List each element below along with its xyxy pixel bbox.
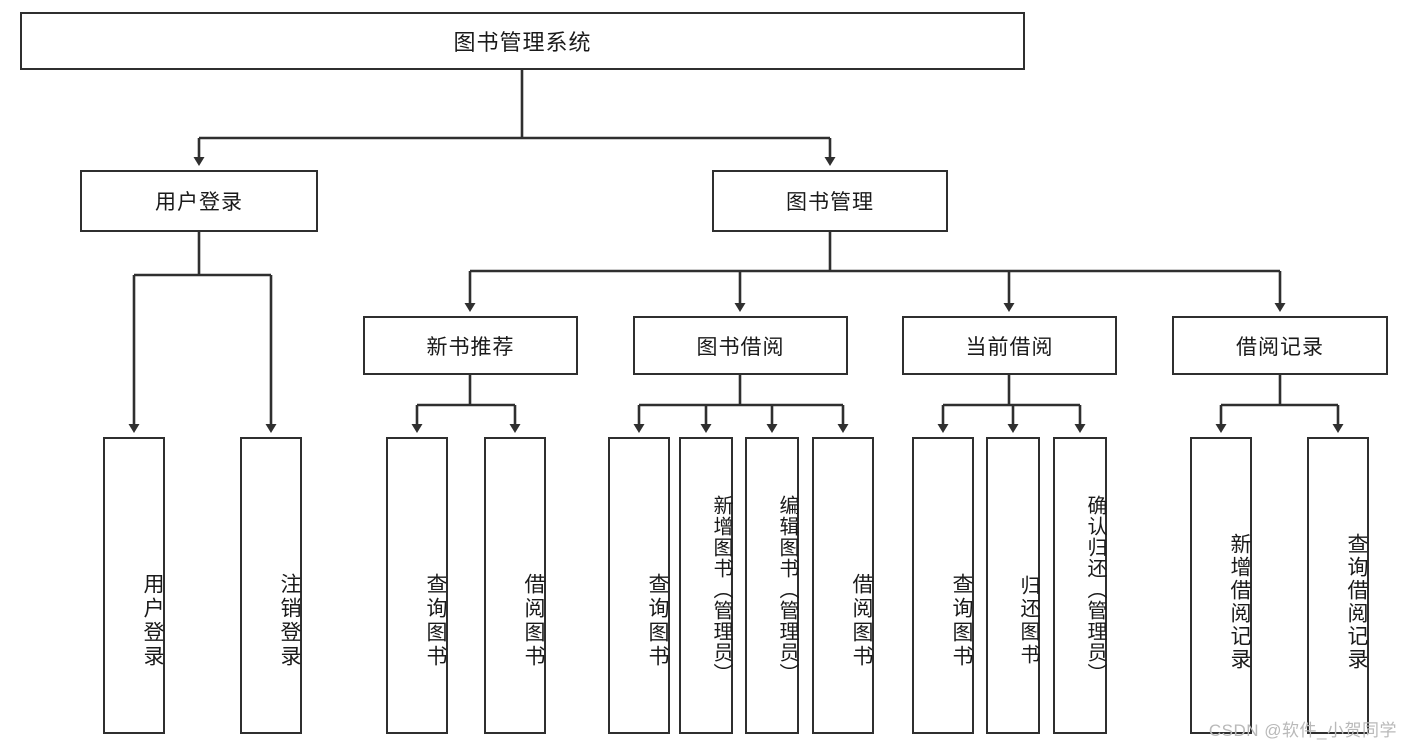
- node-leaf-add-record[interactable]: 新增借阅记录: [1190, 437, 1252, 734]
- node-leaf-logout[interactable]: 注销登录: [240, 437, 302, 734]
- node-leaf-query-book-1-label: 查询图书: [424, 572, 447, 669]
- node-user-login[interactable]: 用户登录: [80, 170, 318, 232]
- node-leaf-query-book-3-label: 查询图书: [950, 572, 973, 669]
- node-leaf-query-book-2-label: 查询图书: [646, 572, 669, 669]
- node-root[interactable]: 图书管理系统: [20, 12, 1025, 70]
- csdn-watermark: CSDN @软件_小贺同学: [1208, 721, 1397, 740]
- node-leaf-borrow-book-1[interactable]: 借阅图书: [484, 437, 546, 734]
- node-leaf-add-book-label: 新增图书（管理员）: [710, 495, 732, 684]
- node-leaf-return-book[interactable]: 归还图书: [986, 437, 1040, 734]
- node-leaf-query-book-2[interactable]: 查询图书: [608, 437, 670, 734]
- node-leaf-query-book-1[interactable]: 查询图书: [386, 437, 448, 734]
- node-leaf-query-record-label: 查询借阅记录: [1345, 532, 1368, 671]
- node-leaf-add-book[interactable]: 新增图书（管理员）: [679, 437, 733, 734]
- node-leaf-user-login[interactable]: 用户登录: [103, 437, 165, 734]
- node-leaf-user-login-label: 用户登录: [141, 572, 164, 669]
- node-leaf-return-book-label: 归还图书: [1017, 574, 1039, 667]
- node-leaf-edit-book-label: 编辑图书（管理员）: [776, 495, 798, 684]
- node-leaf-edit-book[interactable]: 编辑图书（管理员）: [745, 437, 799, 734]
- node-leaf-borrow-book-2[interactable]: 借阅图书: [812, 437, 874, 734]
- node-leaf-query-book-3[interactable]: 查询图书: [912, 437, 974, 734]
- node-leaf-query-record[interactable]: 查询借阅记录: [1307, 437, 1369, 734]
- node-leaf-confirm-return[interactable]: 确认归还（管理员）: [1053, 437, 1107, 734]
- node-root-label: 图书管理系统: [453, 30, 592, 55]
- node-borrow-record-label: 借阅记录: [1236, 335, 1324, 359]
- node-current-borrow-label: 当前借阅: [965, 335, 1054, 359]
- node-book-manage-label: 图书管理: [786, 191, 874, 214]
- node-leaf-logout-label: 注销登录: [278, 572, 301, 669]
- node-book-borrow-label: 图书借阅: [696, 335, 785, 359]
- node-leaf-add-record-label: 新增借阅记录: [1228, 532, 1251, 671]
- node-book-manage[interactable]: 图书管理: [712, 170, 948, 232]
- node-new-book-recommend-label: 新书推荐: [426, 335, 515, 359]
- node-current-borrow[interactable]: 当前借阅: [902, 316, 1117, 375]
- node-leaf-confirm-return-label: 确认归还（管理员）: [1084, 495, 1106, 684]
- node-new-book-recommend[interactable]: 新书推荐: [363, 316, 578, 375]
- node-borrow-record[interactable]: 借阅记录: [1172, 316, 1388, 375]
- node-book-borrow[interactable]: 图书借阅: [633, 316, 848, 375]
- node-user-login-label: 用户登录: [155, 191, 243, 214]
- node-leaf-borrow-book-1-label: 借阅图书: [522, 572, 545, 669]
- node-leaf-borrow-book-2-label: 借阅图书: [850, 572, 873, 669]
